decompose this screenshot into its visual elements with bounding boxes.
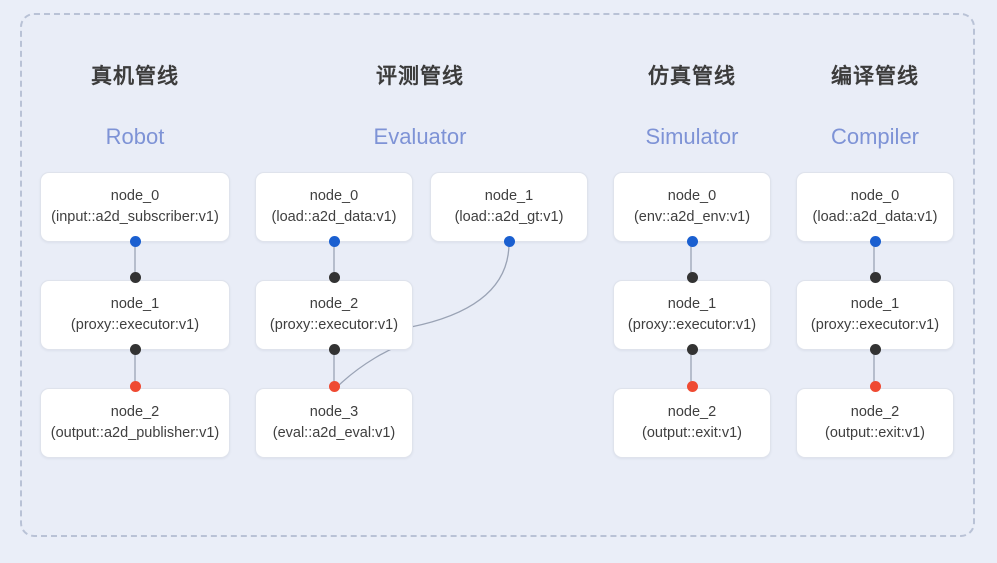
- node-robot-2[interactable]: node_2 (output::a2d_publisher:v1): [40, 388, 230, 458]
- node-name: node_0: [309, 188, 359, 204]
- node-evaluator-2[interactable]: node_2 (proxy::executor:v1): [255, 280, 413, 350]
- node-evaluator-0[interactable]: node_0 (load::a2d_data:v1): [255, 172, 413, 242]
- node-type: (output::exit:v1): [642, 425, 742, 441]
- node-type: (eval::a2d_eval:v1): [272, 425, 396, 441]
- column-title-cn-robot: 真机管线: [91, 65, 179, 88]
- port-input-simulator-2[interactable]: [686, 381, 698, 392]
- node-name: node_2: [110, 404, 160, 420]
- node-simulator-2[interactable]: node_2 (output::exit:v1): [613, 388, 771, 458]
- column-title-en-robot: Robot: [105, 124, 165, 149]
- port-output-evaluator-0[interactable]: [328, 236, 340, 247]
- port-input-evaluator-3[interactable]: [328, 381, 340, 392]
- column-title-cn-evaluator: 评测管线: [376, 65, 464, 88]
- node-type: (proxy::executor:v1): [810, 317, 940, 333]
- node-type: (input::a2d_subscriber:v1): [51, 209, 219, 225]
- node-type: (load::a2d_data:v1): [271, 209, 397, 225]
- node-simulator-0[interactable]: node_0 (env::a2d_env:v1): [613, 172, 771, 242]
- column-title-en-evaluator: Evaluator: [373, 124, 467, 149]
- column-title-cn-simulator: 仿真管线: [648, 65, 736, 88]
- port-input-robot-2[interactable]: [129, 381, 141, 392]
- node-compiler-2[interactable]: node_2 (output::exit:v1): [796, 388, 954, 458]
- node-compiler-1[interactable]: node_1 (proxy::executor:v1): [796, 280, 954, 350]
- port-input-compiler-2[interactable]: [869, 381, 881, 392]
- port-input-simulator-1[interactable]: [686, 272, 698, 283]
- port-input-robot-1[interactable]: [129, 272, 141, 283]
- node-type: (proxy::executor:v1): [269, 317, 399, 333]
- node-name: node_1: [667, 296, 717, 312]
- node-type: (load::a2d_data:v1): [812, 209, 938, 225]
- node-name: node_1: [110, 296, 160, 312]
- port-output-robot-1[interactable]: [129, 344, 141, 355]
- node-robot-1[interactable]: node_1 (proxy::executor:v1): [40, 280, 230, 350]
- node-type: (load::a2d_gt:v1): [454, 209, 564, 225]
- node-name: node_0: [667, 188, 717, 204]
- node-evaluator-3[interactable]: node_3 (eval::a2d_eval:v1): [255, 388, 413, 458]
- column-title-cn-compiler: 编译管线: [831, 65, 919, 88]
- node-simulator-1[interactable]: node_1 (proxy::executor:v1): [613, 280, 771, 350]
- column-title-en-simulator: Simulator: [645, 124, 739, 149]
- node-name: node_0: [850, 188, 900, 204]
- node-name: node_1: [484, 188, 534, 204]
- node-name: node_2: [667, 404, 717, 420]
- node-robot-0[interactable]: node_0 (input::a2d_subscriber:v1): [40, 172, 230, 242]
- port-output-compiler-0[interactable]: [869, 236, 881, 247]
- column-title-en-compiler: Compiler: [830, 124, 920, 149]
- port-output-simulator-1[interactable]: [686, 344, 698, 355]
- node-type: (output::a2d_publisher:v1): [50, 425, 220, 441]
- port-output-evaluator-1[interactable]: [503, 236, 515, 247]
- node-type: (env::a2d_env:v1): [633, 209, 751, 225]
- node-name: node_2: [850, 404, 900, 420]
- pipeline-panel: [20, 13, 975, 537]
- port-output-compiler-1[interactable]: [869, 344, 881, 355]
- port-output-simulator-0[interactable]: [686, 236, 698, 247]
- node-evaluator-1[interactable]: node_1 (load::a2d_gt:v1): [430, 172, 588, 242]
- node-type: (proxy::executor:v1): [70, 317, 200, 333]
- node-type: (proxy::executor:v1): [627, 317, 757, 333]
- node-name: node_2: [309, 296, 359, 312]
- port-output-robot-0[interactable]: [129, 236, 141, 247]
- node-type: (output::exit:v1): [825, 425, 925, 441]
- node-compiler-0[interactable]: node_0 (load::a2d_data:v1): [796, 172, 954, 242]
- node-name: node_0: [110, 188, 160, 204]
- port-output-evaluator-2[interactable]: [328, 344, 340, 355]
- node-name: node_1: [850, 296, 900, 312]
- port-input-compiler-1[interactable]: [869, 272, 881, 283]
- node-name: node_3: [309, 404, 359, 420]
- port-input-evaluator-2[interactable]: [328, 272, 340, 283]
